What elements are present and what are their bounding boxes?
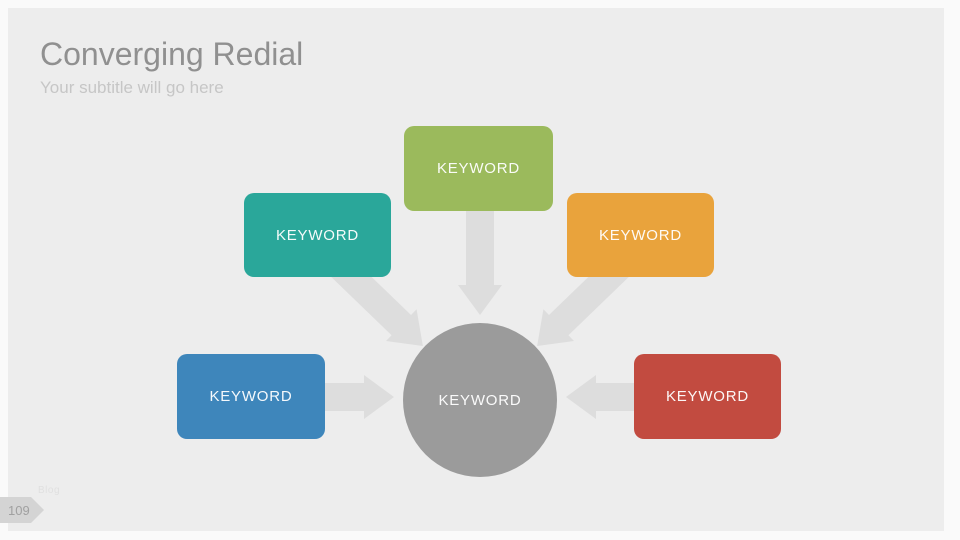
keyword-node-upper-right: KEYWORD xyxy=(567,193,714,277)
keyword-center-circle: KEYWORD xyxy=(403,323,557,477)
keyword-node-upper-left: KEYWORD xyxy=(244,193,391,277)
slide-title: Converging Redial xyxy=(40,36,304,72)
keyword-node-top: KEYWORD xyxy=(404,126,553,211)
page-number: 109 xyxy=(8,502,30,518)
keyword-node-right: KEYWORD xyxy=(634,354,781,439)
slide-subtitle: Your subtitle will go here xyxy=(40,78,224,97)
keyword-node-left: KEYWORD xyxy=(177,354,325,439)
watermark-text: Blog xyxy=(38,485,61,496)
